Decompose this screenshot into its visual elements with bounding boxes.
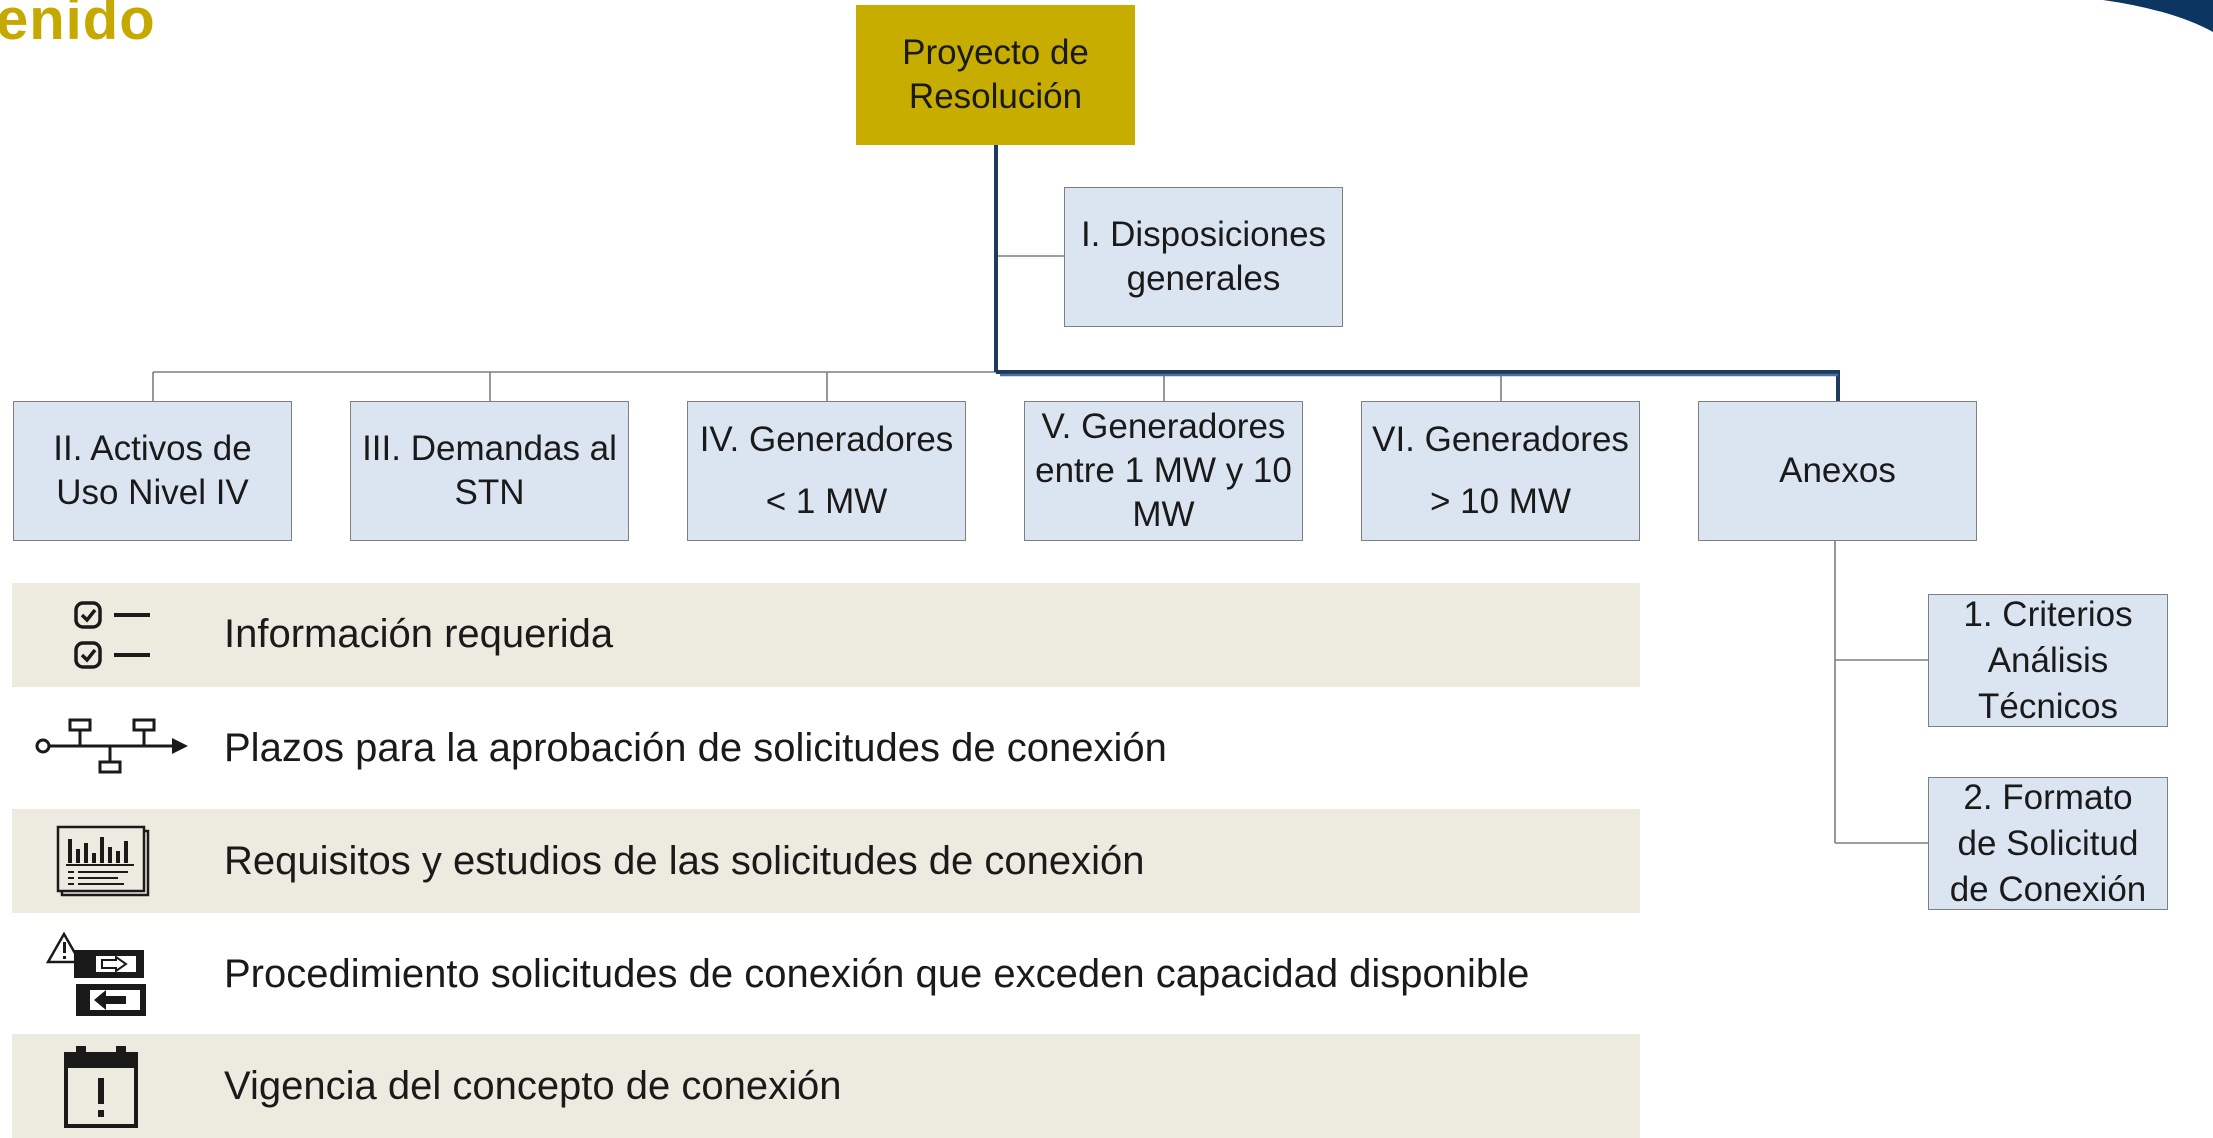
checklist-icon: [74, 601, 150, 669]
topic-label: Plazos para la aprobación de solicitudes…: [224, 726, 1167, 770]
topic-label: Requisitos y estudios de las solicitudes…: [224, 839, 1145, 883]
general-node: I. Disposiciones generales: [1064, 187, 1343, 327]
topic-label: Vigencia del concepto de conexión: [224, 1064, 842, 1108]
annex-node: 2. Formato de Solicitud de Conexión: [1928, 777, 2168, 910]
chapter-node: II. Activos de Uso Nivel IV: [13, 401, 292, 541]
topic-band: [12, 583, 1640, 687]
corner-decoration: [2103, 0, 2213, 32]
slide-title: enido: [0, 0, 156, 52]
topic-label: Información requerida: [224, 612, 614, 656]
warning-transfer-icon: [46, 931, 146, 1016]
topic-band: [12, 809, 1640, 913]
timeline-icon: [35, 718, 188, 774]
chapter-node: VI. Generadores > 10 MW: [1361, 401, 1640, 541]
report-chart-icon: [56, 825, 150, 897]
topic-label: Procedimiento solicitudes de conexión qu…: [224, 952, 1530, 996]
annexes-node: Anexos: [1698, 401, 1977, 541]
calendar-alert-icon: [64, 1046, 138, 1128]
chapter-node: III. Demandas al STN: [350, 401, 629, 541]
chapter-node: V. Generadores entre 1 MW y 10 MW: [1024, 401, 1303, 541]
annex-node: 1. Criterios Análisis Técnicos: [1928, 594, 2168, 727]
topic-band: [12, 1034, 1640, 1138]
chapter-node: IV. Generadores < 1 MW: [687, 401, 966, 541]
root-node: Proyecto de Resolución: [856, 5, 1135, 145]
